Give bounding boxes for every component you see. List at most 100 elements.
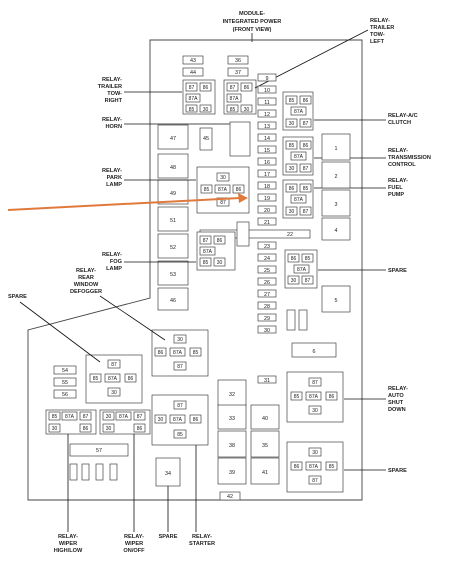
- horn-relay-block: [229, 121, 251, 157]
- middle-fuse-column: 9 10 11 12 13 14 15 16 17 18 19 20 21 23…: [257, 73, 277, 384]
- svg-text:87: 87: [203, 238, 209, 244]
- svg-text:DEFOGGER: DEFOGGER: [70, 289, 102, 295]
- fuse-37-label: 37: [235, 70, 241, 76]
- svg-text:TRAILER: TRAILER: [370, 25, 394, 31]
- label-transmission-control: RELAY- TRANSMISSION CONTROL: [388, 148, 431, 168]
- svg-text:31: 31: [264, 378, 270, 384]
- svg-text:2: 2: [335, 174, 338, 180]
- svg-text:86: 86: [294, 464, 300, 470]
- fuse-36-label: 36: [235, 58, 241, 64]
- relay-spare-left: 87 85 87A 86 30: [85, 354, 143, 404]
- label-rear-window-defogger: RELAY- REAR WINDOW DEFOGGER: [70, 268, 102, 295]
- svg-text:87A: 87A: [108, 376, 118, 382]
- label-fuel-pump: RELAY- FUEL PUMP: [388, 178, 408, 198]
- svg-text:87A: 87A: [294, 197, 304, 203]
- svg-text:85: 85: [189, 107, 195, 113]
- svg-text:86: 86: [329, 394, 335, 400]
- svg-text:30: 30: [244, 107, 250, 113]
- svg-text:9: 9: [266, 76, 269, 82]
- svg-text:ON/OFF: ON/OFF: [123, 548, 145, 554]
- svg-text:87A: 87A: [294, 109, 304, 115]
- svg-text:87: 87: [230, 85, 236, 91]
- svg-text:87A: 87A: [119, 414, 129, 420]
- svg-text:HIGH/LOW: HIGH/LOW: [54, 548, 83, 554]
- svg-text:87: 87: [137, 414, 143, 420]
- svg-text:87A: 87A: [309, 394, 319, 400]
- label-auto-shut-down: RELAY- AUTO SHUT DOWN: [388, 386, 408, 413]
- svg-text:49: 49: [170, 191, 176, 197]
- svg-text:87: 87: [303, 121, 309, 127]
- svg-text:25: 25: [264, 268, 270, 274]
- fuse-44-label: 44: [190, 70, 196, 76]
- svg-text:86: 86: [303, 143, 309, 149]
- svg-text:DOWN: DOWN: [388, 407, 406, 413]
- svg-text:30: 30: [312, 408, 318, 414]
- fuse-43: [182, 55, 204, 65]
- svg-text:WIPER: WIPER: [59, 541, 77, 547]
- svg-text:87A: 87A: [173, 417, 183, 423]
- relay-trailer-tow-left: 87 86 87A 85 30: [223, 79, 257, 115]
- svg-text:54: 54: [62, 368, 68, 374]
- svg-text:TRANSMISSION: TRANSMISSION: [388, 155, 431, 161]
- svg-text:30: 30: [289, 166, 295, 172]
- right-large-fuses: 1 2 3 4 5 6: [291, 133, 351, 358]
- svg-text:87A: 87A: [189, 96, 199, 102]
- svg-text:21: 21: [264, 220, 270, 226]
- svg-text:85: 85: [329, 464, 335, 470]
- svg-text:87: 87: [111, 362, 117, 368]
- svg-text:RELAY-A/C: RELAY-A/C: [388, 113, 418, 119]
- svg-text:86: 86: [244, 85, 250, 91]
- svg-text:47: 47: [170, 136, 176, 142]
- svg-text:17: 17: [264, 172, 270, 178]
- relay-starter: 87 30 87A 86 85: [151, 394, 209, 446]
- fuse-36: [227, 55, 249, 65]
- label-starter: RELAY- STARTER: [189, 534, 215, 547]
- svg-text:85: 85: [177, 432, 183, 438]
- svg-text:26: 26: [264, 280, 270, 286]
- svg-text:87: 87: [83, 414, 89, 420]
- svg-text:10: 10: [264, 88, 270, 94]
- svg-text:5: 5: [335, 298, 338, 304]
- module-outline: [27, 39, 363, 501]
- svg-text:1: 1: [335, 146, 338, 152]
- relay-spare-right-lower: 30 86 87A 85 87: [286, 441, 344, 493]
- svg-text:11: 11: [264, 100, 270, 106]
- fuse-45: [199, 127, 213, 151]
- label-trailer-tow-left: RELAY- TRAILER TOW- LEFT: [370, 18, 394, 45]
- label-horn-2: HORN: [106, 124, 122, 130]
- diagram-title: MODULE- INTEGRATED POWER (FRONT VIEW): [223, 11, 282, 33]
- fuse-57: [69, 443, 129, 457]
- svg-text:85: 85: [230, 107, 236, 113]
- small-vertical-fuses: [69, 463, 118, 481]
- svg-text:RELAY-: RELAY-: [102, 168, 122, 174]
- svg-text:TOW-: TOW-: [107, 91, 122, 97]
- svg-text:32: 32: [229, 392, 235, 398]
- svg-text:24: 24: [264, 256, 270, 262]
- title-line-2: INTEGRATED POWER: [223, 19, 282, 25]
- relay-transmission-control: 85 86 87A 30 87: [282, 136, 314, 176]
- svg-text:87A: 87A: [309, 464, 319, 470]
- svg-text:RIGHT: RIGHT: [105, 98, 123, 104]
- svg-text:13: 13: [264, 124, 270, 130]
- svg-text:87: 87: [305, 278, 311, 284]
- svg-text:30: 30: [264, 328, 270, 334]
- svg-text:86: 86: [303, 98, 309, 104]
- svg-text:85: 85: [289, 98, 295, 104]
- fuse-44: [182, 67, 204, 77]
- svg-text:38: 38: [229, 443, 235, 449]
- svg-text:12: 12: [264, 112, 270, 118]
- svg-text:86: 86: [217, 238, 223, 244]
- svg-text:85: 85: [303, 186, 309, 192]
- small-fuse-a: [286, 309, 296, 331]
- svg-text:TRAILER: TRAILER: [98, 84, 122, 90]
- svg-text:30: 30: [106, 414, 112, 420]
- svg-text:85: 85: [305, 256, 311, 262]
- leader-spare-left: [19, 301, 101, 363]
- svg-text:27: 27: [264, 292, 270, 298]
- svg-text:SHUT: SHUT: [388, 400, 404, 406]
- label-park-lamp: RELAY- PARK LAMP: [102, 168, 122, 188]
- fuse-34: [155, 457, 181, 487]
- svg-text:45: 45: [203, 136, 209, 142]
- fuse-43-label: 43: [190, 58, 196, 64]
